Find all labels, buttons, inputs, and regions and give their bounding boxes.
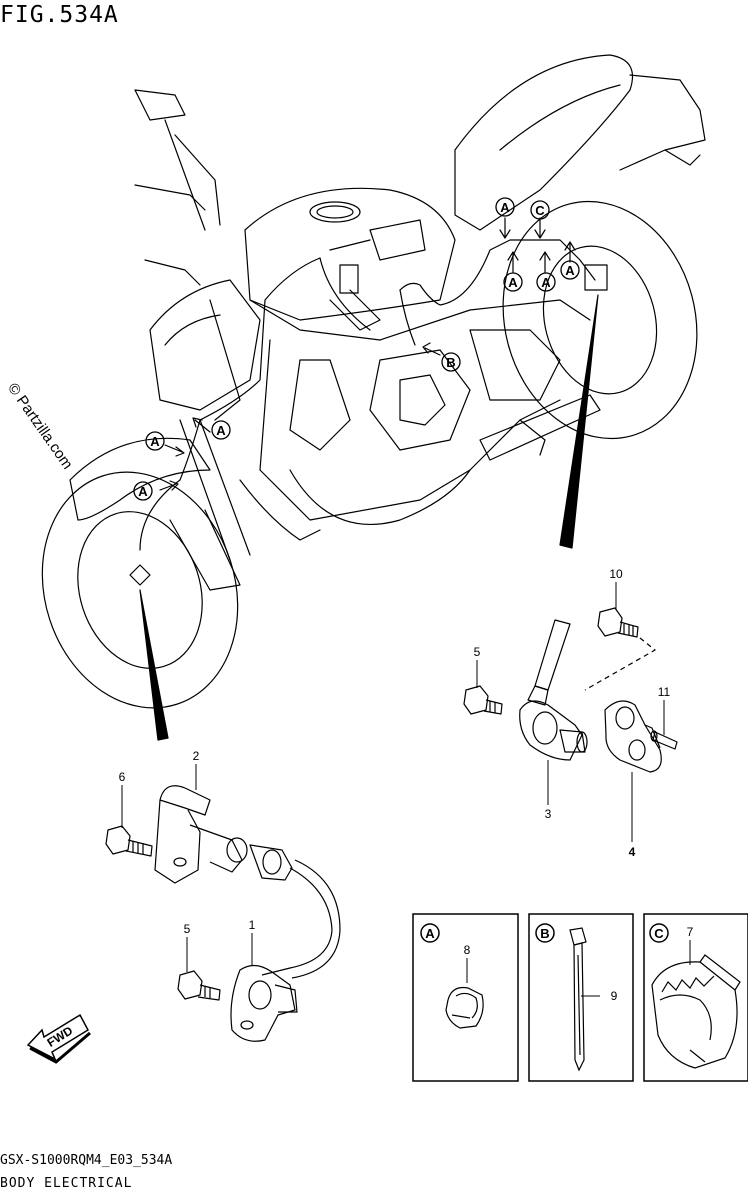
sensor-3 <box>519 619 588 761</box>
svg-text:B: B <box>446 355 455 370</box>
bolt-5-rear <box>463 685 503 715</box>
leader-wedge-rear <box>559 294 599 549</box>
detail-box-a: A <box>412 913 519 1082</box>
sensor-1 <box>230 964 298 1042</box>
drawing-callouts: A C A A A B A A A <box>133 197 580 501</box>
part-number-5: 5 <box>474 645 481 659</box>
part-leaders <box>121 582 691 997</box>
part-number-6: 6 <box>119 770 126 784</box>
part-number-4: 4 <box>629 845 636 859</box>
part-numbers: 10 5 11 3 4 2 6 5 1 8 9 7 <box>119 567 694 1003</box>
svg-text:A: A <box>216 423 226 438</box>
svg-text:A: A <box>500 200 510 215</box>
diagram-code: GSX-S1000RQM4_E03_534A <box>0 1153 173 1168</box>
part-number-7: 10 <box>609 567 623 581</box>
svg-text:C: C <box>654 926 664 941</box>
svg-text:C: C <box>535 203 545 218</box>
leader-wedge-front <box>139 589 169 741</box>
section-name: BODY ELECTRICAL <box>0 1176 133 1191</box>
detail-box-b: B <box>528 913 634 1082</box>
front-sensor-group <box>105 785 341 1042</box>
svg-text:A: A <box>425 926 435 941</box>
holder-11 <box>651 954 741 1069</box>
part-number-1: 1 <box>249 918 256 932</box>
callout-a-3: A <box>536 272 556 292</box>
fwd-arrow: FWD <box>26 1013 91 1064</box>
part-number-10: 9 <box>611 989 618 1003</box>
svg-text:B: B <box>540 926 549 941</box>
callout-a-1: A <box>495 197 515 217</box>
callout-a-4: A <box>560 260 580 280</box>
sensor-2 <box>154 785 341 979</box>
bracket-4 <box>604 700 662 773</box>
callout-a-6: A <box>211 420 231 440</box>
callout-b-1: B <box>441 352 461 372</box>
pin-8 <box>650 730 678 750</box>
callout-arrows <box>159 217 576 491</box>
callout-a-7: A <box>133 481 153 501</box>
svg-text:A: A <box>565 263 575 278</box>
part-number-8: 11 <box>658 685 671 699</box>
bolt-6 <box>105 825 153 857</box>
part-number-5b: 5 <box>184 922 191 936</box>
svg-text:A: A <box>150 434 160 449</box>
svg-text:A: A <box>541 275 551 290</box>
part-number-9: 8 <box>464 943 471 957</box>
part-number-2: 2 <box>193 749 200 763</box>
svg-text:A: A <box>138 484 148 499</box>
part-number-3: 3 <box>545 807 552 821</box>
part-number-11: 7 <box>687 925 694 939</box>
callout-a-5: A <box>145 431 165 451</box>
svg-text:A: A <box>508 275 518 290</box>
tie-10 <box>569 927 587 1072</box>
detail-box-c: C <box>643 913 748 1082</box>
clamp-9 <box>445 986 484 1029</box>
figure-title: FIG.534A <box>0 2 119 28</box>
callout-a-2: A <box>503 272 523 292</box>
bolt-5-front <box>177 970 221 1001</box>
callout-c-1: C <box>530 200 550 220</box>
bolt-7 <box>597 607 639 638</box>
motorcycle-drawing <box>41 54 706 709</box>
rear-sensor-group <box>463 607 678 773</box>
